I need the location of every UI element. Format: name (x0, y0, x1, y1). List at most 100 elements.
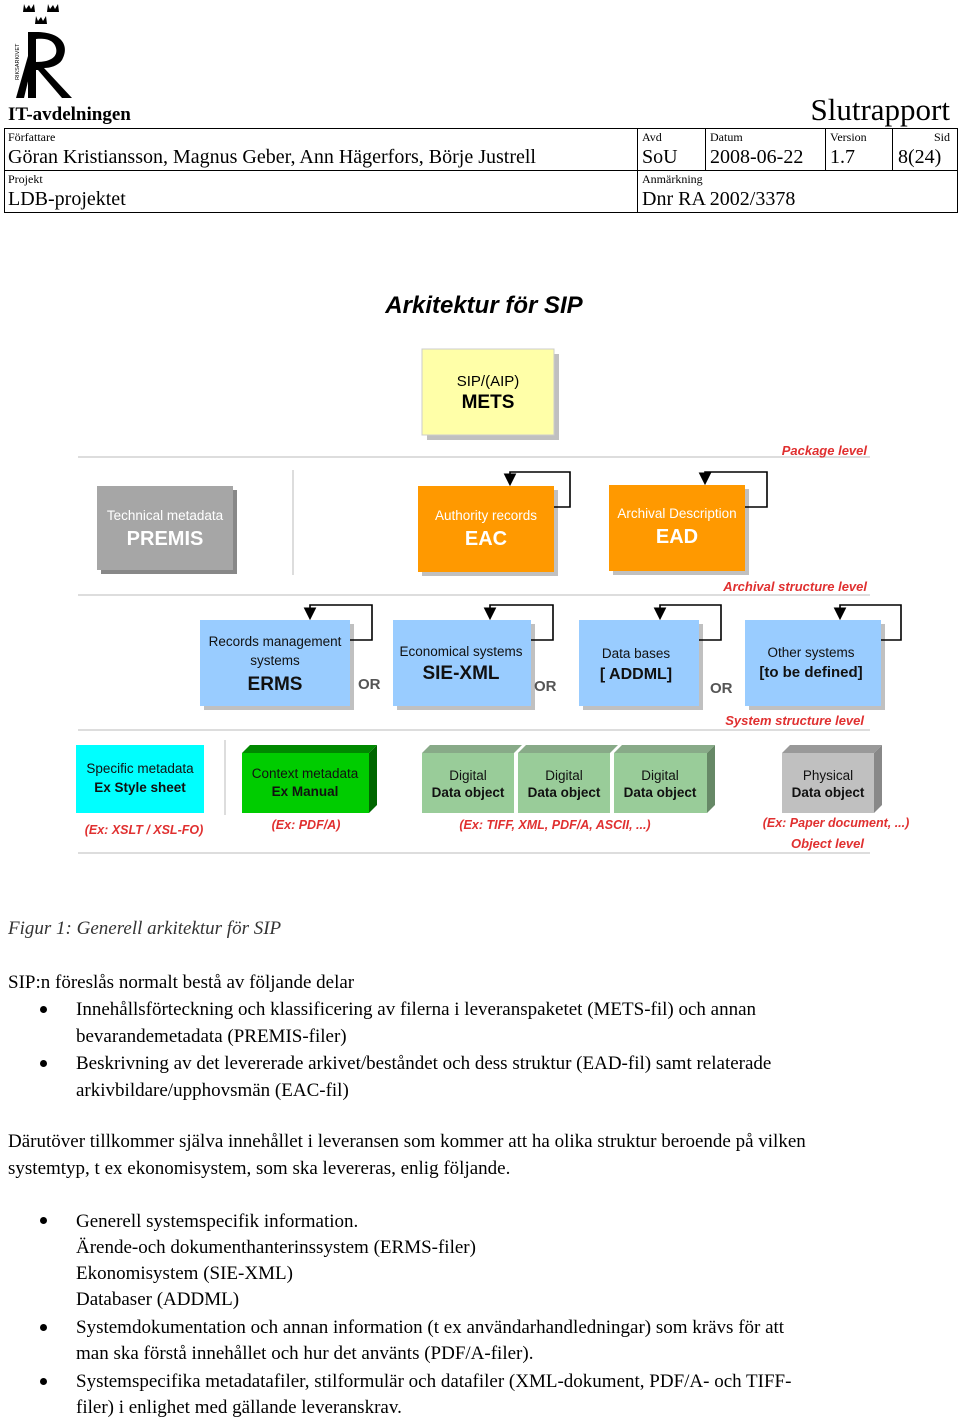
header-border-left (4, 128, 5, 212)
list2-line2: man ska förstå innehållet och hur det an… (76, 1343, 534, 1364)
ead-self-arrow (698, 471, 768, 508)
intro-text: SIP:n föreslås normalt bestå av följande… (8, 972, 355, 993)
archival-level-label: Archival structure level (722, 579, 867, 594)
other-sub: Other systems (767, 645, 854, 660)
premis-box: Technical metadata PREMIS (97, 486, 237, 574)
figure-title: Arkitektur för SIP (385, 292, 583, 319)
header-rule-bottom (4, 212, 958, 213)
list1-line4: Databaser (ADDML) (76, 1289, 240, 1310)
context-sub: Context metadata (252, 766, 359, 781)
bullet2-line1: Beskrivning av det levererade arkivet/be… (76, 1053, 772, 1074)
context-metadata-box: Context metadata Ex Manual (242, 745, 377, 813)
physical-sub: Physical (803, 768, 853, 783)
premis-label: PREMIS (127, 528, 204, 550)
department-name: IT-avdelningen (8, 104, 131, 125)
digital-object-box-1: Digital Data object (422, 745, 522, 813)
sie-xml-box: Economical systems SIE-XML (393, 620, 535, 710)
author-value: Göran Kristiansson, Magnus Geber, Ann Hä… (8, 146, 536, 168)
header-border-right (957, 128, 958, 212)
list1-line3: Ekonomisystem (SIE-XML) (76, 1263, 293, 1284)
other-label: [to be defined] (759, 664, 862, 681)
figure-caption: Figur 1: Generell arkitektur för SIP (8, 918, 282, 939)
specific-example: (Ex: XSLT / XSL-FO) (85, 823, 204, 837)
context-example: (Ex: PDF/A) (272, 818, 341, 832)
note-label: Anmärkning (642, 172, 703, 186)
bullet-dot (40, 1217, 47, 1224)
bullet-dot (40, 1324, 47, 1331)
page-label: Sid (934, 130, 951, 144)
digital-object-box-2: Digital Data object (518, 745, 618, 813)
digital-object-box-3: Digital Data object (614, 745, 715, 813)
digital1-label: Data object (432, 785, 505, 800)
specific-sub: Specific metadata (86, 761, 194, 776)
package-level-label: Package level (782, 443, 868, 458)
mets-label: METS (462, 392, 515, 413)
erms-sub1: Records management (209, 634, 342, 649)
bullet-dot (40, 1378, 47, 1385)
project-value: LDB-projektet (8, 188, 126, 210)
sip-architecture-diagram: SIP/(AIP) METS Package level Technical m… (76, 348, 909, 854)
paragraph-line2: systemtyp, t ex ekonomisystem, som ska l… (8, 1158, 511, 1179)
note-value: Dnr RA 2002/3378 (642, 188, 796, 210)
date-value: 2008-06-22 (710, 146, 804, 168)
db-self-arrow (653, 604, 722, 641)
sie-self-arrow (483, 604, 554, 641)
erms-self-arrow (303, 604, 373, 641)
project-label: Projekt (8, 172, 43, 186)
context-label: Ex Manual (272, 784, 339, 799)
ead-label: EAD (656, 526, 698, 548)
author-label: Författare (8, 130, 56, 144)
bullet2-line2: arkivbildare/upphovsmän (EAC-fil) (76, 1080, 349, 1101)
version-label: Version (830, 130, 867, 144)
avd-value: SoU (642, 146, 678, 168)
ead-sub: Archival Description (617, 506, 736, 521)
header-divider-page (892, 128, 893, 170)
header-divider-date (705, 128, 706, 170)
erms-box: Records management systems ERMS (200, 620, 354, 710)
date-label: Datum (710, 130, 743, 144)
digital2-label: Data object (528, 785, 601, 800)
erms-sub2: systems (250, 653, 300, 668)
digital-example: (Ex: TIFF, XML, PDF/A, ASCII, ...) (459, 818, 650, 832)
eac-sub: Authority records (435, 508, 537, 523)
header-divider-avd (637, 128, 638, 212)
other-systems-box: Other systems [to be defined] (745, 620, 885, 710)
digital3-label: Data object (624, 785, 697, 800)
databases-box: Data bases [ ADDML] (579, 620, 703, 710)
paragraph-line1: Därutöver tillkommer själva innehållet i… (8, 1131, 806, 1152)
logo-text: RIKSARKIVET (15, 43, 21, 80)
document-type: Slutrapport (810, 92, 951, 127)
header-divider-version (825, 128, 826, 170)
sip-mets-box: SIP/(AIP) METS (421, 348, 559, 440)
bullet1-line1: Innehållsförteckning och klassificering … (76, 999, 757, 1020)
header-rule-mid (4, 170, 958, 171)
list3-line2: filer) i enlighet med gällande leveransk… (76, 1397, 402, 1418)
sie-sub: Economical systems (399, 644, 522, 659)
sip-label: SIP/(AIP) (457, 373, 520, 390)
header-rule-top (4, 128, 958, 129)
digital3-sub: Digital (641, 768, 679, 783)
erms-label: ERMS (248, 674, 303, 695)
bullet-dot (40, 1060, 47, 1067)
eac-self-arrow (503, 471, 571, 508)
physical-label: Data object (792, 785, 865, 800)
list3-line1: Systemspecifika metadatafiler, stilformu… (76, 1371, 792, 1392)
sie-label: SIE-XML (422, 663, 499, 684)
list1-line2: Ärende-och dokumenthanterinssystem (ERMS… (76, 1237, 476, 1258)
avd-label: Avd (642, 130, 662, 144)
premis-sub: Technical metadata (107, 508, 224, 523)
ead-box: Archival Description EAD (609, 485, 749, 575)
bullet1-line2: bevarandemetadata (PREMIS-filer) (76, 1026, 347, 1047)
or-label-3: OR (710, 680, 733, 697)
specific-label: Ex Style sheet (94, 780, 186, 795)
version-value: 1.7 (830, 146, 855, 168)
eac-box: Authority records EAC (418, 486, 558, 576)
object-level-label: Object level (791, 836, 864, 851)
system-level-label: System structure level (725, 713, 864, 728)
physical-object-box: Physical Data object (782, 745, 882, 813)
page-value: 8(24) (898, 146, 942, 168)
list2-line1: Systemdokumentation och annan informatio… (76, 1317, 785, 1338)
other-self-arrow (833, 604, 902, 641)
digital2-sub: Digital (545, 768, 583, 783)
digital1-sub: Digital (449, 768, 487, 783)
